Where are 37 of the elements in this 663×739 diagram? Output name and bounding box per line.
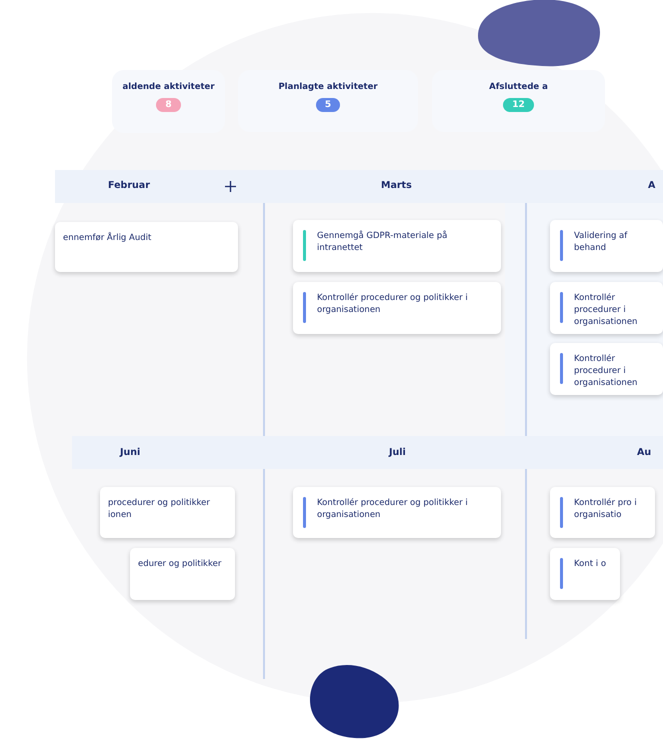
task-title: Kontrollér pro i organisatio bbox=[574, 497, 638, 521]
task-card bbox=[293, 220, 501, 272]
stat-title: Planlagte aktiviteter bbox=[277, 82, 379, 92]
task-title: Kontrollér procedurer i organisationen bbox=[574, 353, 638, 389]
task-card bbox=[550, 548, 620, 600]
task-card bbox=[100, 487, 235, 538]
month-heading: A bbox=[648, 180, 656, 191]
task-title: edurer og politikker bbox=[138, 558, 222, 570]
task-title: Gennemgå GDPR-materiale på intranettet bbox=[317, 230, 448, 254]
month-heading: Marts bbox=[381, 180, 412, 191]
task-title: Kontrollér procedurer i organisationen bbox=[574, 292, 638, 328]
stat-card bbox=[238, 70, 418, 132]
count-badge: 12 bbox=[503, 98, 534, 112]
task-card bbox=[293, 282, 501, 334]
month-heading: Februar bbox=[108, 180, 150, 191]
task-card bbox=[293, 487, 501, 538]
task-title: Kont i o bbox=[574, 558, 608, 570]
task-title: ennemfør Årlig Audit bbox=[63, 232, 152, 244]
task-card bbox=[550, 282, 663, 334]
month-heading: Au bbox=[637, 447, 652, 458]
task-card bbox=[550, 487, 655, 538]
task-title: Validering af behand bbox=[574, 230, 628, 254]
month-heading: Juni bbox=[120, 447, 140, 458]
task-title: Kontrollér procedurer og politikker i organisationen bbox=[317, 292, 469, 316]
count-badge: 5 bbox=[316, 98, 340, 112]
count-badge: 8 bbox=[156, 98, 181, 112]
stat-card bbox=[112, 70, 225, 133]
task-title: procedurer og politikker ionen bbox=[108, 497, 211, 521]
task-card bbox=[130, 548, 235, 600]
task-card bbox=[55, 222, 238, 272]
stat-title: Afsluttede a bbox=[488, 82, 549, 92]
month-heading: Juli bbox=[389, 447, 406, 458]
stat-card bbox=[432, 70, 605, 132]
task-card bbox=[550, 220, 663, 272]
task-title: Kontrollér procedurer og politikker i organisationen bbox=[317, 497, 469, 521]
task-card bbox=[550, 343, 663, 395]
stat-title: aldende aktiviteter bbox=[121, 82, 216, 92]
